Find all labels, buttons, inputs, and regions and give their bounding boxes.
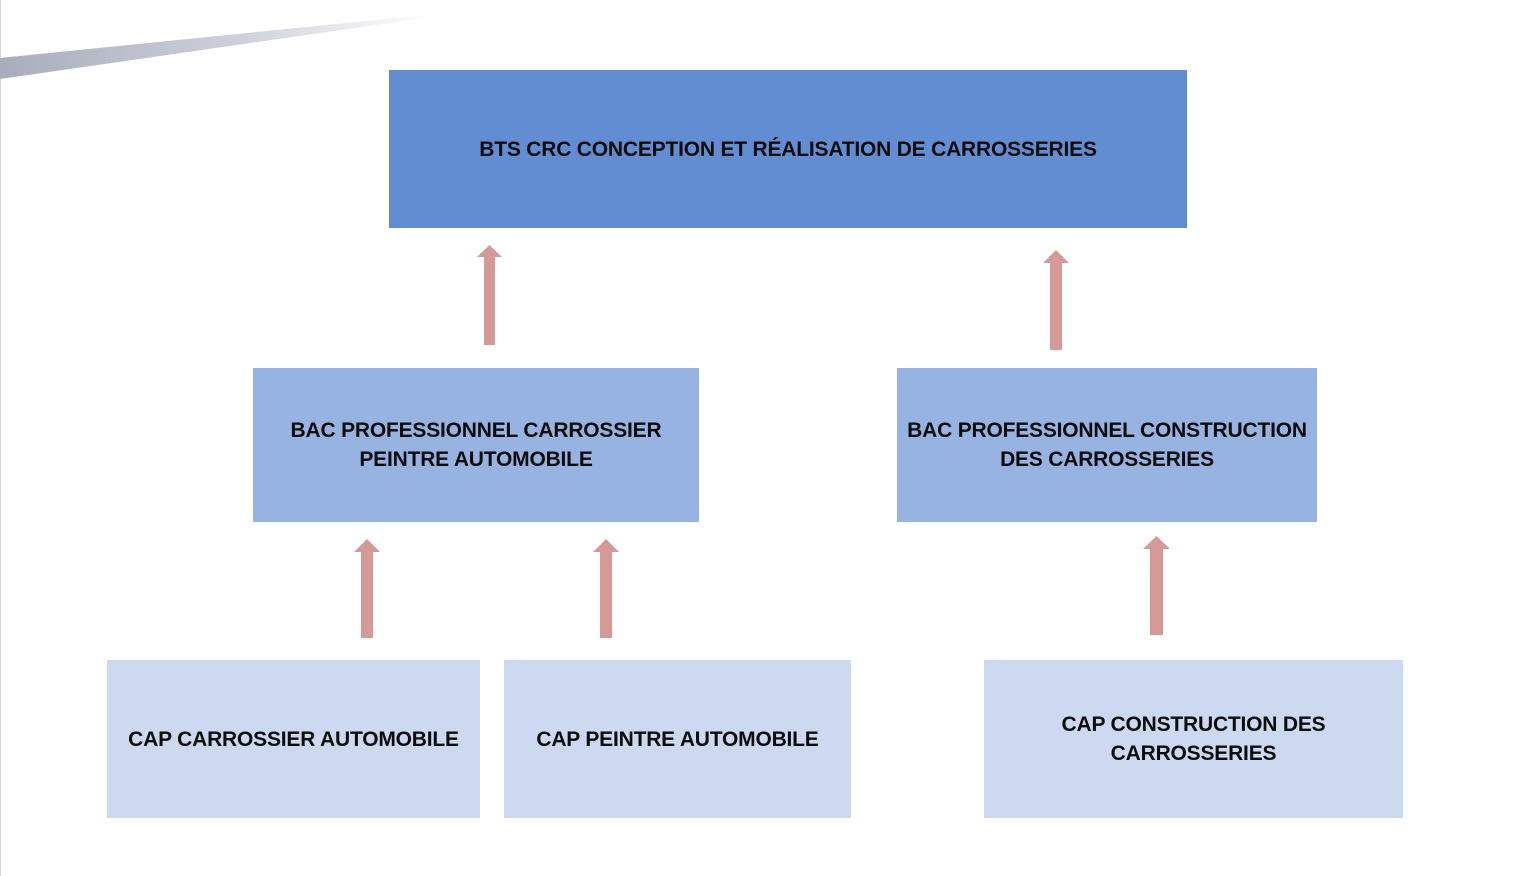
node-label-line: DES CARROSSERIES — [1000, 448, 1214, 471]
node-bts-crc-label: BTS CRC CONCEPTION ET RÉALISATION DE CAR… — [479, 137, 1097, 161]
node-label-line: PEINTRE AUTOMOBILE — [359, 448, 593, 471]
arrow-up-icon — [354, 539, 380, 638]
node-cap-carrossier-automobile: CAP CARROSSIER AUTOMOBILE — [107, 660, 480, 818]
node-label-line: CARROSSERIES — [1110, 742, 1277, 765]
node-bac-pro-carrossier-peintre: BAC PROFESSIONNEL CARROSSIER PEINTRE AUT… — [253, 368, 699, 522]
arrow-up-icon — [593, 539, 619, 638]
decorative-swoosh — [0, 15, 432, 79]
node-bac-pro-construction-carrosseries: BAC PROFESSIONNEL CONSTRUCTION DES CARRO… — [897, 368, 1317, 522]
arrow-up-icon — [477, 245, 502, 345]
page-left-border — [0, 0, 1, 876]
node-label-line: CAP CARROSSIER AUTOMOBILE — [128, 727, 459, 751]
node-label-line: CAP PEINTRE AUTOMOBILE — [536, 727, 819, 751]
arrow-up-icon — [1143, 536, 1170, 635]
node-bts-crc: BTS CRC CONCEPTION ET RÉALISATION DE CAR… — [389, 70, 1187, 228]
node-label-line: BAC PROFESSIONNEL CARROSSIER — [290, 419, 662, 442]
node-label-line: CAP CONSTRUCTION DES — [1061, 713, 1326, 736]
arrow-up-icon — [1043, 250, 1069, 350]
node-cap-construction-carrosseries: CAP CONSTRUCTION DES CARROSSERIES — [984, 660, 1403, 818]
node-cap-peintre-automobile: CAP PEINTRE AUTOMOBILE — [504, 660, 851, 818]
node-label-line: BAC PROFESSIONNEL CONSTRUCTION — [907, 419, 1307, 442]
